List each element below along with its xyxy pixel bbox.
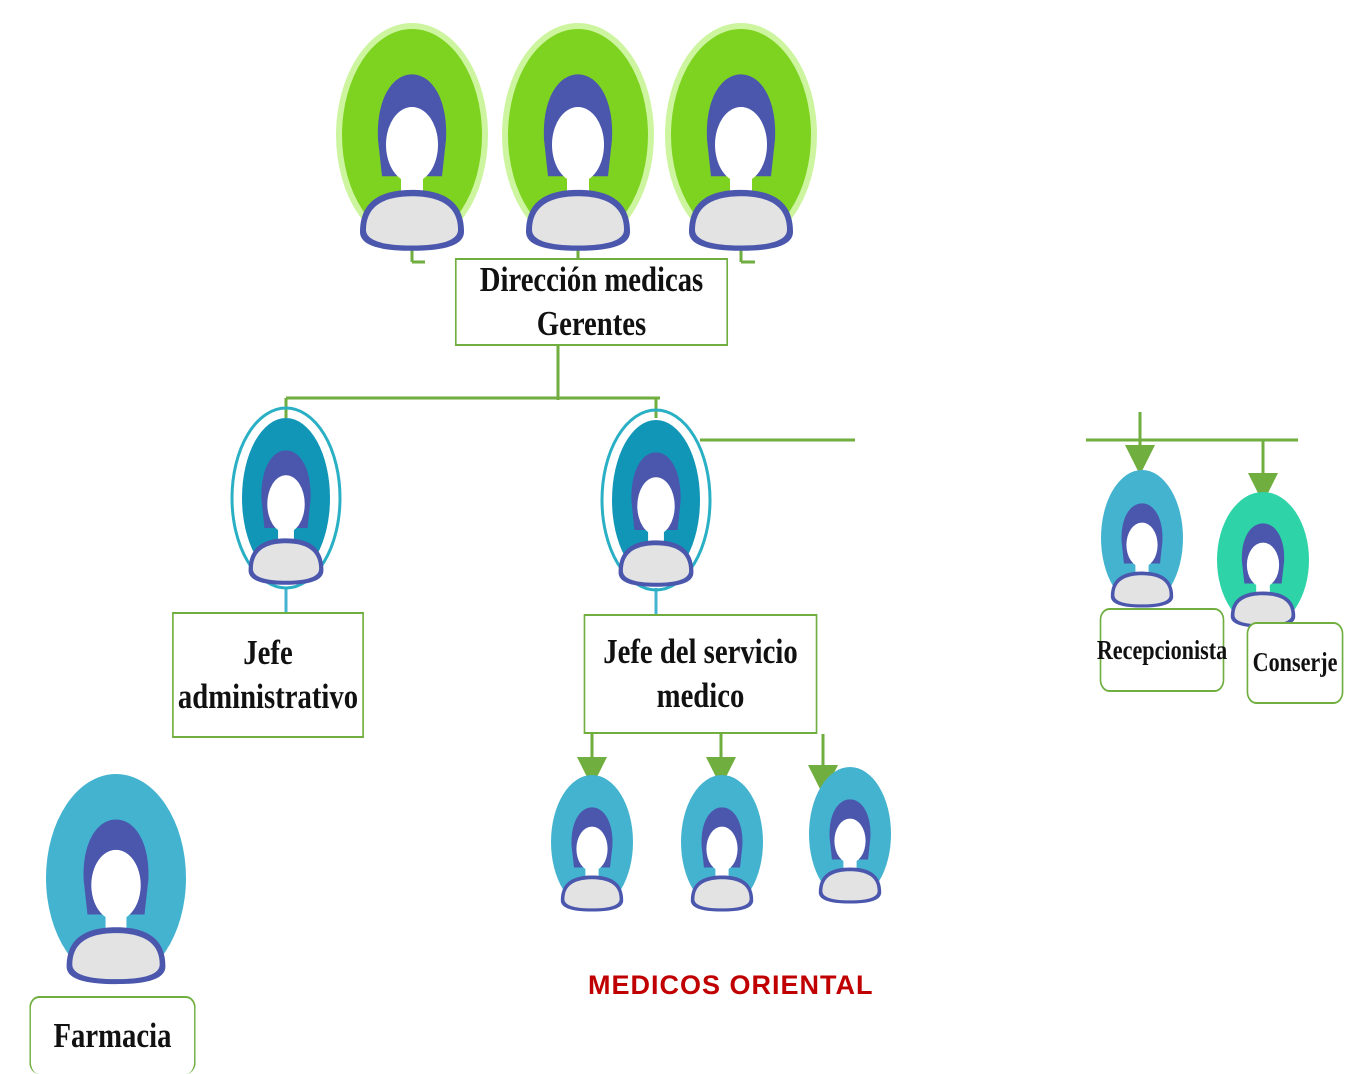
jefe-servicio-avatar — [600, 408, 712, 592]
farmacia-avatar — [46, 774, 186, 985]
node-conserje: Conserje — [1246, 622, 1344, 704]
node-farmacia-label: Farmacia — [53, 1016, 172, 1056]
footer-title: MEDICOS ORIENTAL — [588, 970, 874, 1000]
node-conserje-label: Conserje — [1252, 647, 1338, 678]
connector-lines — [284, 240, 1298, 795]
node-jefe-servicio: Jefe del servicio medico — [583, 614, 818, 734]
node-jefe-servicio-line1: Jefe del servicio — [603, 632, 798, 672]
node-recepcionista: Recepcionista — [1096, 608, 1228, 692]
node-jefe-servicio-line2: medico — [656, 676, 745, 715]
medico-avatar-3 — [809, 767, 891, 904]
node-jefe-admin: Jefe administrativo — [172, 612, 364, 738]
medico-avatar-1 — [551, 775, 633, 912]
node-jefe-admin-line1: Jefe — [243, 633, 293, 673]
director-avatar-2 — [502, 23, 654, 251]
node-direccion-line2: Gerentes — [536, 304, 647, 343]
director-avatar-3 — [665, 23, 817, 251]
conserje-avatar — [1217, 492, 1309, 628]
director-avatar-1 — [336, 23, 488, 251]
node-jefe-admin-line2: administrativo — [177, 677, 359, 716]
jefe-admin-avatar — [230, 406, 342, 590]
node-direccion-line1: Dirección medicas — [479, 260, 704, 300]
node-farmacia: Farmacia — [29, 996, 196, 1074]
recepcionista-avatar — [1101, 470, 1183, 608]
node-recepcionista-label: Recepcionista — [1096, 635, 1228, 665]
medico-avatar-2 — [681, 775, 763, 912]
node-direccion: Dirección medicas Gerentes — [454, 258, 729, 346]
